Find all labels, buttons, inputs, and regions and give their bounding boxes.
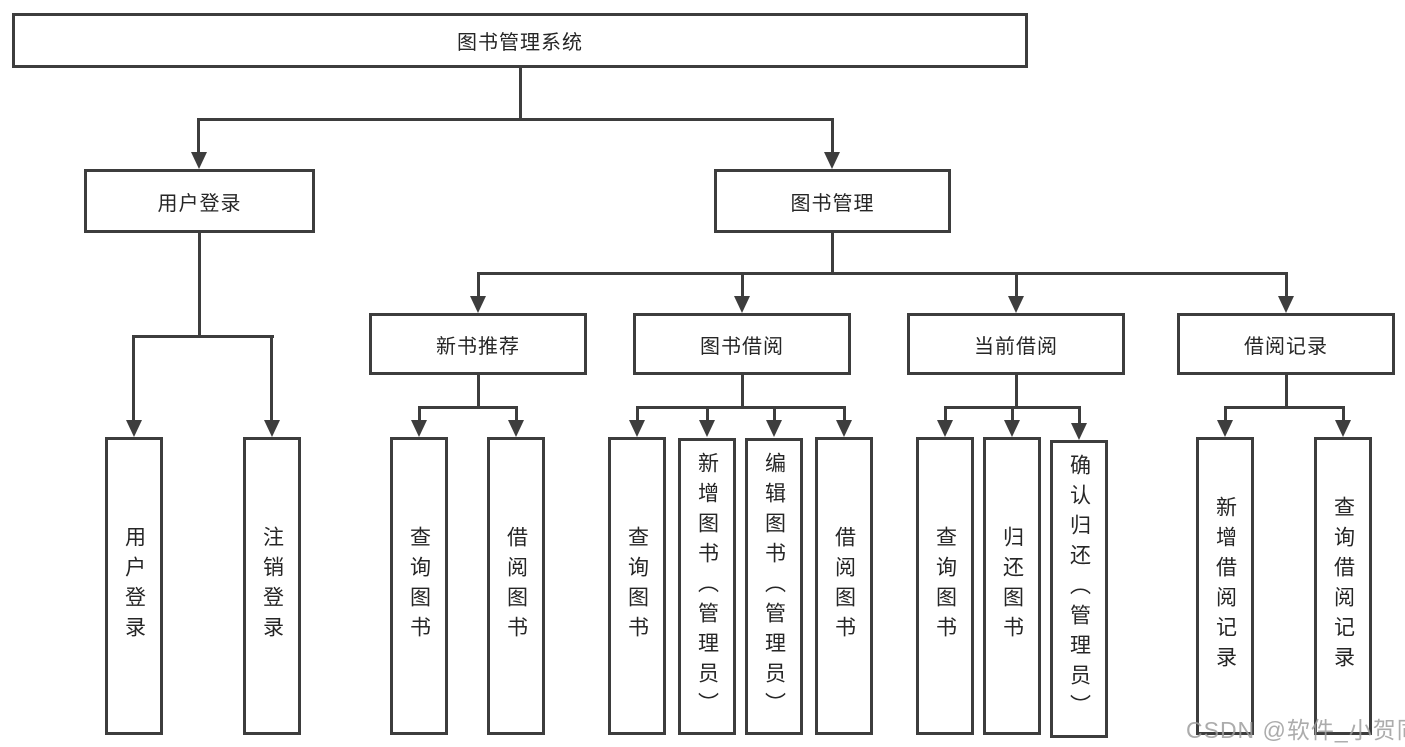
- arrowhead-borrowing-records: [1278, 296, 1294, 313]
- connector-drop-new-book-recommendation: [477, 272, 480, 298]
- arrowhead-confirm-return: [1071, 423, 1087, 440]
- leaf-query-books-2: 查询图书: [608, 437, 666, 735]
- leaf-label: 借阅图书: [504, 526, 528, 646]
- leaf-label: 查询图书: [625, 526, 649, 646]
- leaf-edit-books-admin: 编辑图书（管理员）: [745, 438, 803, 735]
- arrowhead-edit-books: [766, 420, 782, 437]
- leaf-confirm-return-admin: 确认归还（管理员）: [1050, 440, 1108, 738]
- leaf-user-login: 用户登录: [105, 437, 163, 735]
- node-borrowing-records: 借阅记录: [1177, 313, 1395, 375]
- arrowhead-borrow-books-1: [508, 420, 524, 437]
- node-label: 用户登录: [157, 192, 242, 215]
- leaf-label: 借阅图书: [832, 526, 856, 646]
- node-book-management: 图书管理: [714, 169, 951, 233]
- arrowhead-leaf-user-login: [126, 420, 142, 437]
- node-label: 新书推荐: [436, 335, 520, 358]
- arrowhead-borrow-books-2: [836, 420, 852, 437]
- leaf-label: 查询图书: [933, 526, 957, 646]
- connector-drop-borrowing-records: [1285, 272, 1288, 298]
- leaf-label: 用户登录: [122, 526, 146, 646]
- connector-drop-leaf-user-login: [132, 335, 135, 422]
- leaf-return-books: 归还图书: [983, 437, 1041, 735]
- arrowhead-book-management: [824, 152, 840, 169]
- leaf-query-borrow-record: 查询借阅记录: [1314, 437, 1372, 735]
- leaf-label: 注销登录: [260, 526, 284, 646]
- arrowhead-new-book-recommendation: [470, 296, 486, 313]
- leaf-label: 归还图书: [1000, 526, 1024, 646]
- connector-drop-user-login: [197, 118, 200, 156]
- node-new-book-recommendation: 新书推荐: [369, 313, 587, 375]
- leaf-label: 编辑图书（管理员）: [762, 451, 786, 722]
- node-label: 图书管理: [790, 192, 875, 215]
- connector-level3-rail: [477, 272, 1288, 275]
- connector-drop-borrow-books-2: [843, 406, 846, 422]
- connector-drop-add-borrow-record: [1224, 406, 1227, 422]
- leaf-label: 新增借阅记录: [1213, 496, 1237, 676]
- node-library-management-system: 图书管理系统: [12, 13, 1028, 68]
- node-label: 借阅记录: [1244, 335, 1328, 358]
- node-label: 图书管理系统: [457, 32, 583, 54]
- connector-root-stem: [519, 66, 522, 120]
- connector-drop-query-borrow-record: [1342, 406, 1345, 422]
- arrowhead-add-books: [699, 420, 715, 437]
- leaf-query-books-3: 查询图书: [916, 437, 974, 735]
- leaf-query-books-1: 查询图书: [390, 437, 448, 735]
- leaf-add-books-admin: 新增图书（管理员）: [678, 438, 736, 735]
- leaf-label: 新增图书（管理员）: [695, 451, 719, 722]
- connector-current-borrowing-stem: [1015, 374, 1018, 408]
- connector-new-book-stem: [477, 374, 480, 408]
- arrowhead-leaf-logout: [264, 420, 280, 437]
- leaf-add-borrow-record: 新增借阅记录: [1196, 437, 1254, 735]
- connector-book-management-stem: [831, 232, 834, 274]
- node-user-login: 用户登录: [84, 169, 315, 233]
- arrowhead-add-borrow-record: [1217, 420, 1233, 437]
- connector-drop-add-books: [706, 406, 709, 422]
- connector-borrowing-records-rail: [1224, 406, 1345, 409]
- arrowhead-query-borrow-record: [1335, 420, 1351, 437]
- connector-book-borrowing-stem: [741, 374, 744, 408]
- connector-user-login-stem: [198, 232, 201, 338]
- node-current-borrowing: 当前借阅: [907, 313, 1125, 375]
- arrowhead-book-borrowing: [734, 296, 750, 313]
- leaf-borrow-books-2: 借阅图书: [815, 437, 873, 735]
- connector-drop-book-management: [831, 118, 834, 156]
- leaf-label: 查询借阅记录: [1331, 496, 1355, 676]
- connector-level2-rail: [198, 118, 834, 121]
- connector-drop-query-books-3: [944, 406, 947, 422]
- leaf-logout: 注销登录: [243, 437, 301, 735]
- leaf-label: 确认归还（管理员）: [1067, 454, 1091, 724]
- connector-drop-borrow-books-1: [515, 406, 518, 422]
- leaf-borrow-books-1: 借阅图书: [487, 437, 545, 735]
- arrowhead-user-login: [191, 152, 207, 169]
- arrowhead-return-books: [1004, 420, 1020, 437]
- connector-drop-query-books-2: [636, 406, 639, 422]
- connector-book-borrowing-rail: [636, 406, 846, 409]
- connector-drop-leaf-logout: [270, 335, 273, 422]
- node-label: 图书借阅: [700, 335, 784, 358]
- node-label: 当前借阅: [974, 335, 1058, 358]
- leaf-label: 查询图书: [407, 526, 431, 646]
- connector-borrowing-records-stem: [1285, 374, 1288, 408]
- connector-new-book-rail: [418, 406, 518, 409]
- connector-drop-query-books-1: [418, 406, 421, 422]
- node-book-borrowing: 图书借阅: [633, 313, 851, 375]
- arrowhead-current-borrowing: [1008, 296, 1024, 313]
- watermark: CSDN @软件_小贺同学: [1186, 717, 1405, 743]
- connector-drop-confirm-return: [1078, 406, 1081, 425]
- connector-drop-current-borrowing: [1015, 272, 1018, 298]
- connector-drop-book-borrowing: [741, 272, 744, 298]
- connector-drop-edit-books: [773, 406, 776, 422]
- arrowhead-query-books-2: [629, 420, 645, 437]
- connector-drop-return-books: [1011, 406, 1014, 422]
- connector-user-login-rail: [132, 335, 274, 338]
- arrowhead-query-books-3: [937, 420, 953, 437]
- arrowhead-query-books-1: [411, 420, 427, 437]
